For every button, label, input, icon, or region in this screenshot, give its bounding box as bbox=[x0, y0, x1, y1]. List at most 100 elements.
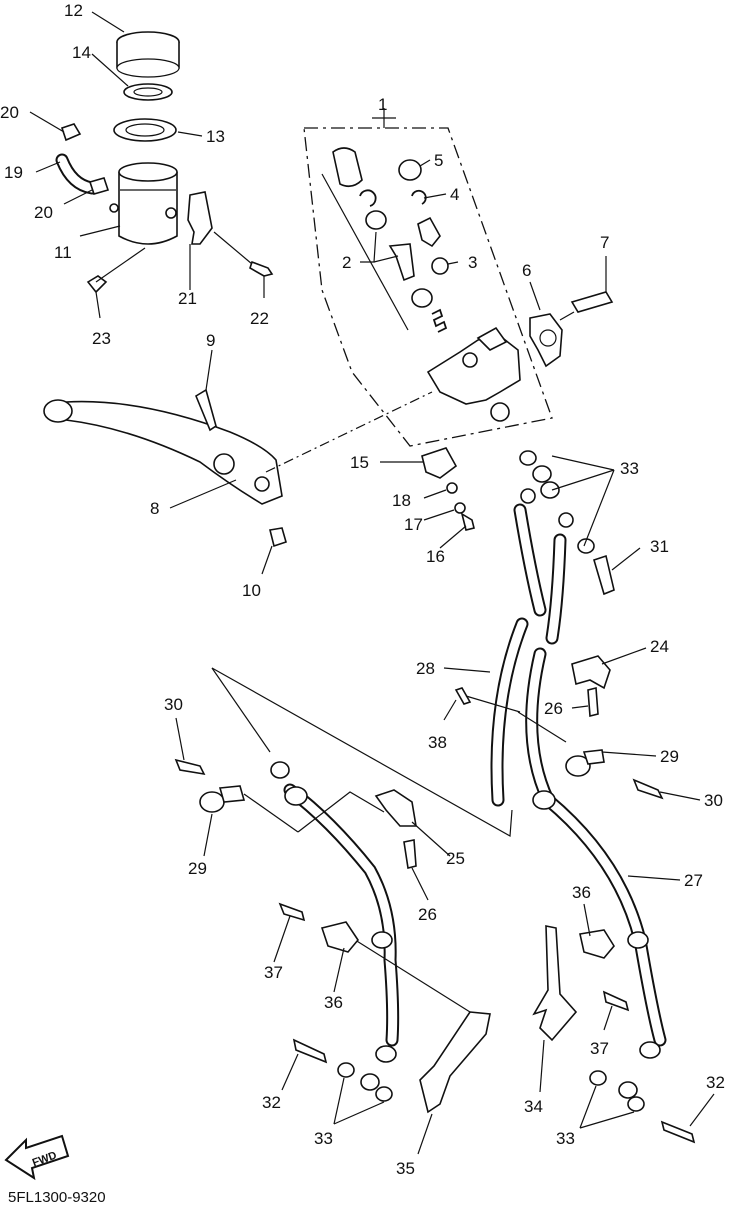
label-part-7: 7 bbox=[600, 233, 609, 252]
hose-clamp-29-right bbox=[565, 749, 605, 777]
label-part-33-upper: 33 bbox=[620, 459, 639, 478]
label-part-5: 5 bbox=[434, 151, 443, 170]
diaphragm-ball bbox=[431, 257, 449, 275]
label-part-12: 12 bbox=[64, 1, 83, 20]
label-part-17: 17 bbox=[404, 515, 423, 534]
switch-screw bbox=[454, 502, 475, 531]
label-part-26-left: 26 bbox=[418, 905, 437, 924]
hose-clip-lower bbox=[88, 177, 110, 195]
upper-brake-hoses bbox=[513, 488, 574, 645]
bolt-30-right bbox=[632, 778, 664, 800]
label-part-28: 28 bbox=[416, 659, 435, 678]
label-part-30-left: 30 bbox=[164, 695, 183, 714]
label-part-6: 6 bbox=[522, 261, 531, 280]
fwd-arrow-icon: FWD bbox=[4, 1134, 70, 1181]
label-part-38: 38 bbox=[428, 733, 447, 752]
piston-assembly bbox=[365, 210, 448, 333]
hose-clamp-36-right bbox=[579, 929, 615, 959]
label-part-18: 18 bbox=[392, 491, 411, 510]
label-part-25: 25 bbox=[446, 849, 465, 868]
union-bolt bbox=[593, 554, 615, 596]
label-part-29-left: 29 bbox=[188, 859, 207, 878]
piston-boot bbox=[332, 147, 363, 188]
hose-holder-38 bbox=[454, 687, 521, 713]
hose-clip-upper bbox=[60, 123, 82, 142]
label-part-3: 3 bbox=[468, 253, 477, 272]
lever-nut bbox=[269, 527, 287, 548]
gaskets-33-lower bbox=[337, 1062, 645, 1112]
label-part-32-left: 32 bbox=[262, 1093, 281, 1112]
hose-guide-24 bbox=[571, 655, 611, 690]
label-part-32-right: 32 bbox=[706, 1073, 725, 1092]
reservoir-cap bbox=[116, 31, 180, 78]
label-part-37-left: 37 bbox=[264, 963, 283, 982]
label-part-20-lower: 20 bbox=[34, 203, 53, 222]
hose-clamp-29-left bbox=[199, 785, 246, 813]
leader-lines bbox=[29, 11, 715, 1155]
label-part-36-right: 36 bbox=[572, 883, 591, 902]
label-part-23: 23 bbox=[92, 329, 111, 348]
label-part-13: 13 bbox=[206, 127, 225, 146]
label-part-2: 2 bbox=[342, 253, 351, 272]
label-part-26-right: 26 bbox=[544, 699, 563, 718]
label-part-4: 4 bbox=[450, 185, 459, 204]
copper-washers bbox=[519, 450, 595, 554]
label-part-16: 16 bbox=[426, 547, 445, 566]
screw-26-left bbox=[403, 839, 417, 869]
brake-hose-27 bbox=[525, 647, 667, 1099]
label-part-30-right: 30 bbox=[704, 791, 723, 810]
bracket-35 bbox=[419, 1011, 491, 1114]
bracket-34 bbox=[532, 925, 578, 1042]
label-part-22: 22 bbox=[250, 309, 269, 328]
label-part-20-upper: 20 bbox=[0, 103, 19, 122]
master-cylinder-kit-boundary bbox=[303, 127, 553, 447]
reservoir-hose bbox=[55, 153, 99, 195]
bolt-37-right bbox=[602, 990, 630, 1012]
label-part-10: 10 bbox=[242, 581, 261, 600]
screw-26-right bbox=[587, 686, 599, 718]
label-part-14: 14 bbox=[72, 43, 91, 62]
label-part-9: 9 bbox=[206, 331, 215, 350]
hose-clamp-36-left bbox=[320, 921, 359, 953]
label-part-15: 15 bbox=[350, 453, 369, 472]
cap-plate bbox=[123, 83, 173, 101]
lever-pivot-bolt bbox=[194, 388, 217, 432]
bolt-37-left bbox=[278, 902, 306, 922]
diaphragm bbox=[113, 118, 177, 142]
handlebar-clamp bbox=[529, 313, 563, 368]
circlip bbox=[359, 189, 377, 207]
brake-light-switch bbox=[421, 447, 458, 479]
label-part-21: 21 bbox=[178, 289, 197, 308]
bracket-screw bbox=[213, 231, 274, 277]
union-bolt-32-right bbox=[660, 1120, 696, 1144]
snap-ring bbox=[411, 189, 427, 205]
label-part-24: 24 bbox=[650, 637, 669, 656]
bolt-30-left bbox=[174, 758, 206, 776]
dust-seal bbox=[398, 159, 422, 181]
reservoir-tank bbox=[109, 162, 178, 245]
push-rod-cap bbox=[417, 216, 441, 248]
label-part-29-right: 29 bbox=[660, 747, 679, 766]
label-part-27: 27 bbox=[684, 871, 703, 890]
label-part-37-right: 37 bbox=[590, 1039, 609, 1058]
reservoir-bracket bbox=[187, 191, 213, 245]
brake-lever bbox=[43, 399, 283, 505]
master-cylinder-body bbox=[426, 326, 521, 422]
hose-guide-25 bbox=[374, 789, 417, 827]
label-part-36-left: 36 bbox=[324, 993, 343, 1012]
label-part-35: 35 bbox=[396, 1159, 415, 1178]
brake-hose-left bbox=[270, 761, 400, 1091]
label-part-34: 34 bbox=[524, 1097, 543, 1116]
diagram-code: 5FL1300-9320 bbox=[8, 1189, 106, 1206]
label-part-33-left: 33 bbox=[314, 1129, 333, 1148]
reservoir-screw bbox=[86, 247, 146, 294]
label-part-1: 1 bbox=[378, 95, 387, 114]
label-part-8: 8 bbox=[150, 499, 159, 518]
label-part-31: 31 bbox=[650, 537, 669, 556]
label-part-33-right: 33 bbox=[556, 1129, 575, 1148]
switch-washer bbox=[446, 482, 458, 494]
clamp-bolt bbox=[559, 291, 614, 321]
part-labels: 12 14 13 20 19 20 11 21 22 23 1 5 4 3 2 … bbox=[0, 1, 725, 1178]
label-part-11: 11 bbox=[54, 243, 72, 262]
